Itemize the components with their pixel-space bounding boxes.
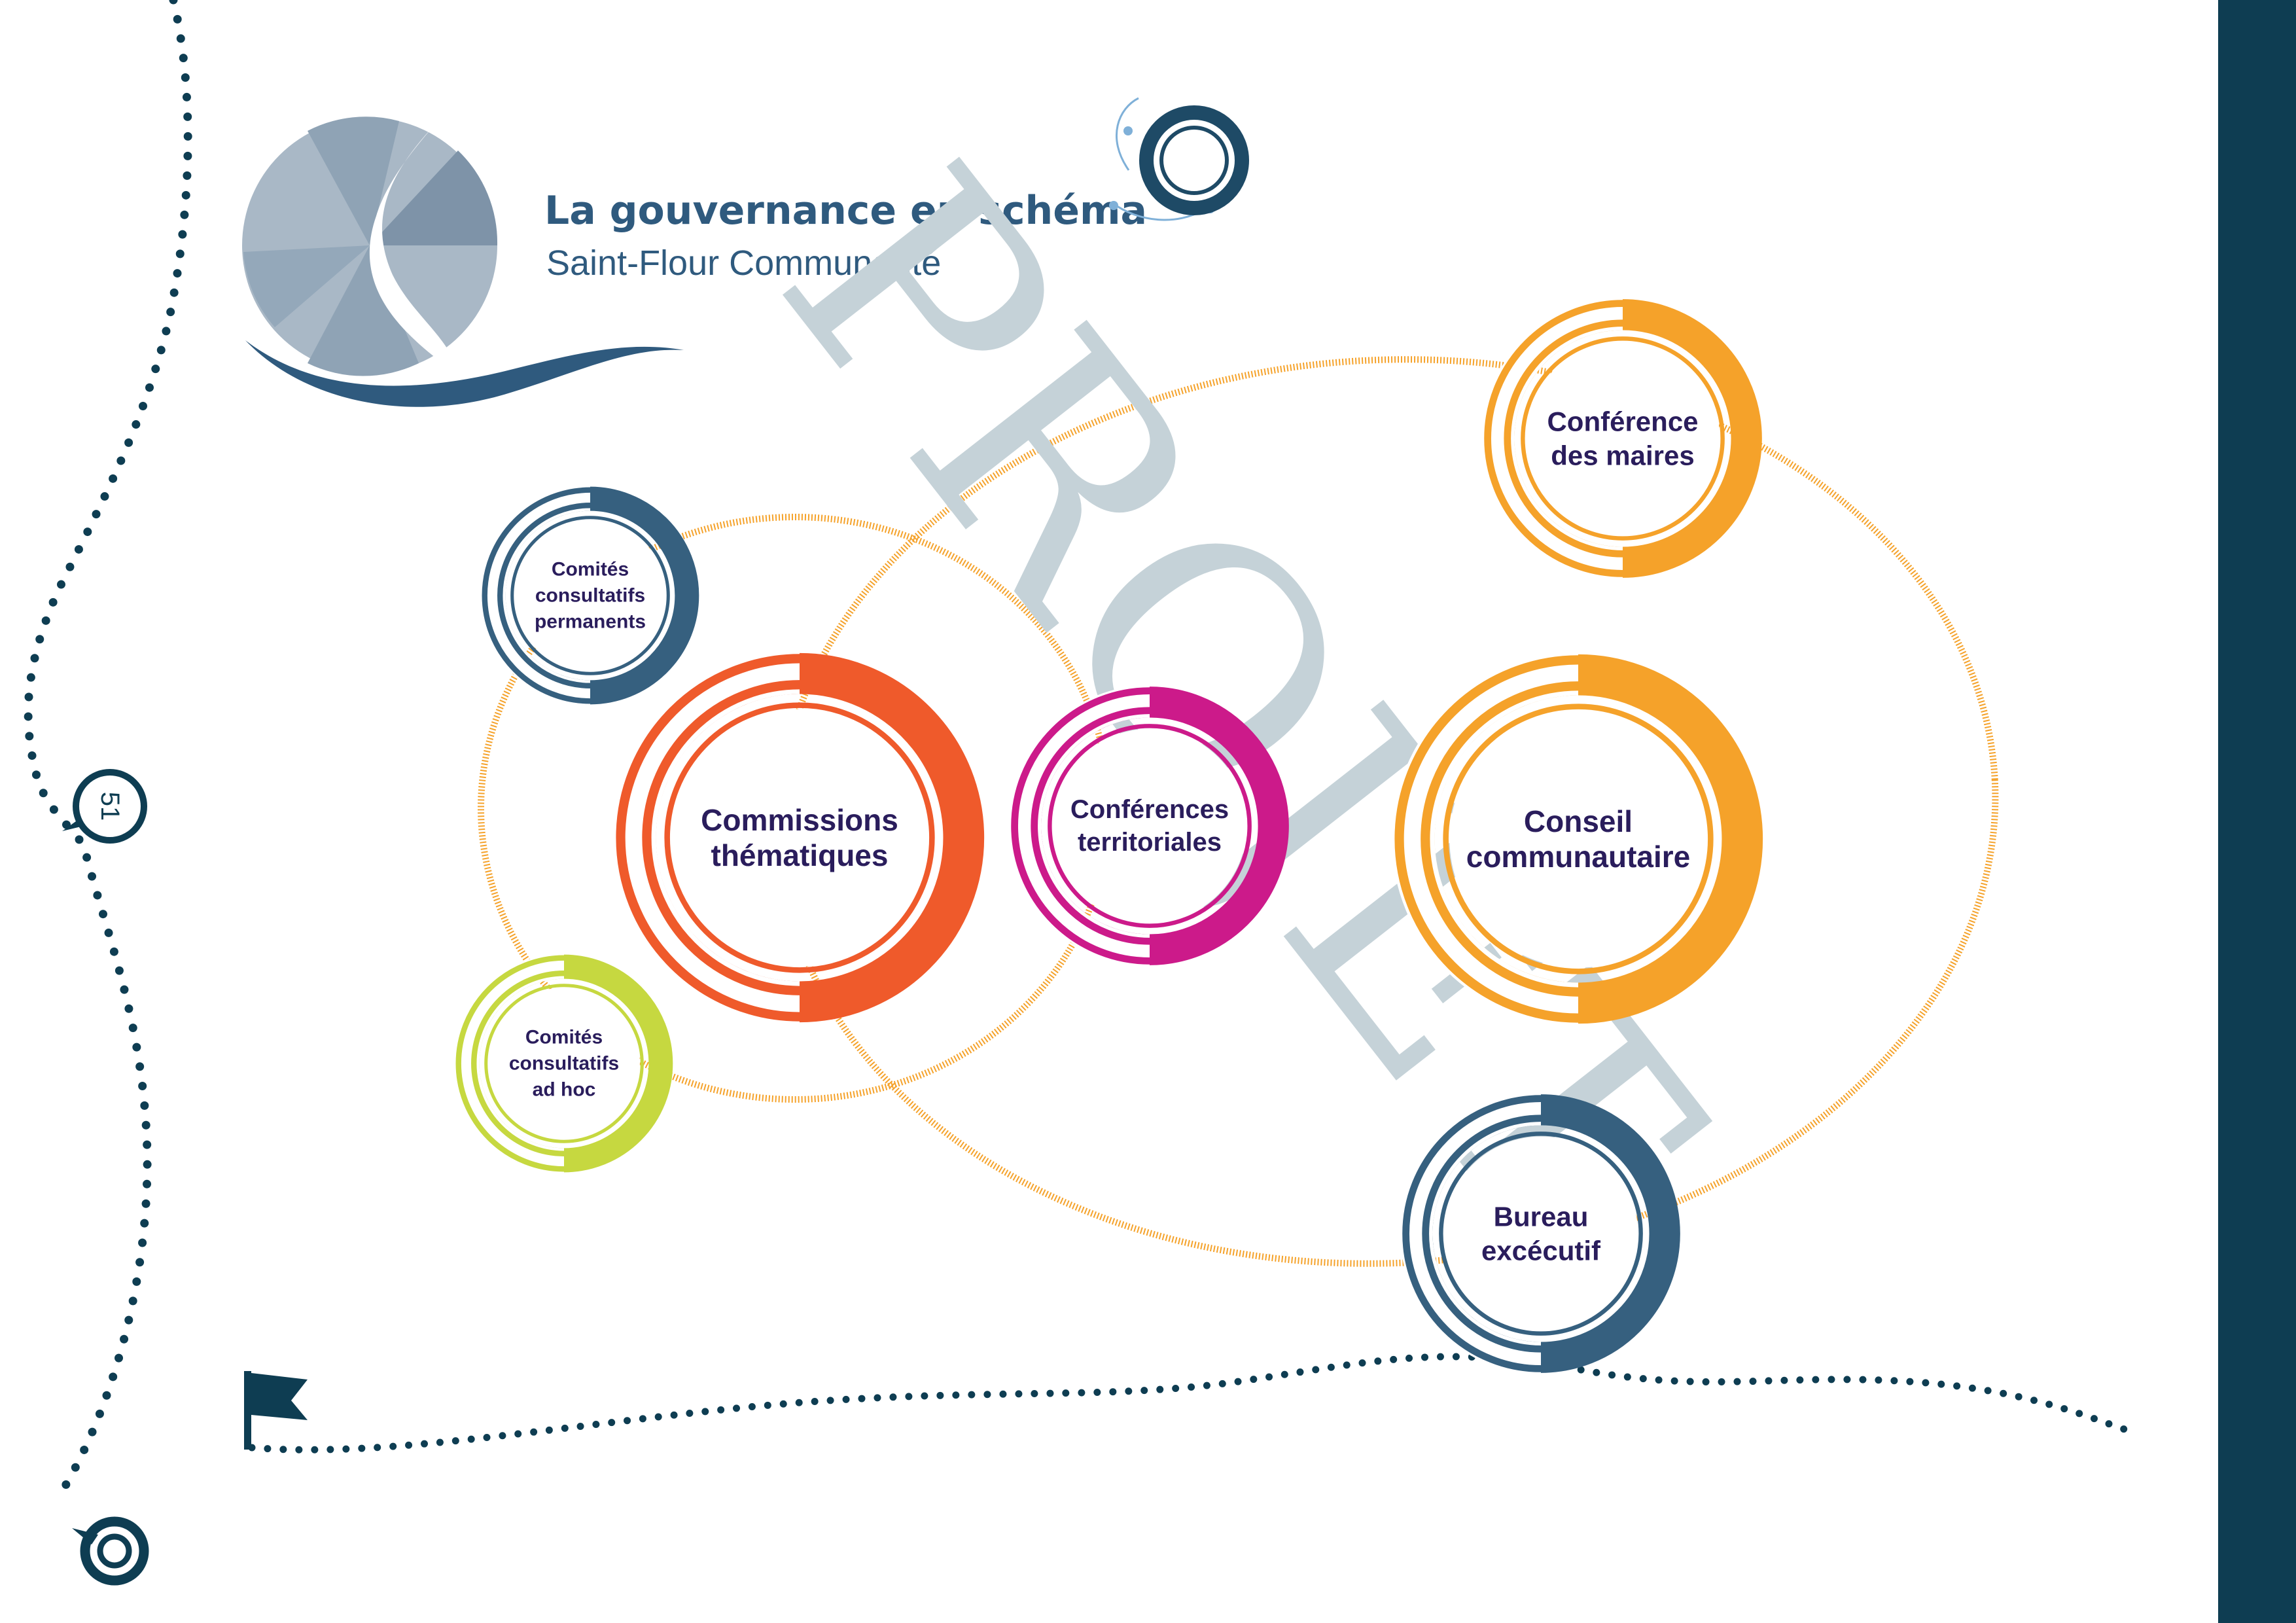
node-conferences-territoriales: Conférences territoriales (1009, 685, 1289, 967)
node-core-outline (510, 516, 670, 675)
saint-flour-logo (242, 116, 684, 407)
node-core-outline (1521, 336, 1725, 541)
node-layer: ComitésconsultatifspermanentsComitéscons… (454, 298, 1763, 1374)
node-label-line: Conseil (1524, 804, 1633, 838)
node-thin-ring (1031, 707, 1150, 945)
node-label-line: Comités (552, 559, 629, 580)
node-ring-cut (1482, 298, 1623, 579)
node-thin-ring (471, 971, 565, 1156)
node-thin-ring (1504, 319, 1623, 558)
node-ring-cut (454, 954, 564, 1173)
node-label-line: Bureau (1494, 1202, 1589, 1232)
node-ring-cut (1392, 652, 1578, 1026)
node-label-line: ad hoc (533, 1079, 596, 1101)
node-core (671, 709, 928, 967)
node-label-line: Comités (525, 1027, 603, 1048)
node-core-outline (1048, 724, 1252, 928)
page-title: La gouvernance en schéma (544, 188, 1147, 234)
node-thin-ring (1011, 687, 1150, 965)
node-ring-cut (1009, 685, 1150, 967)
node-core (1052, 728, 1247, 923)
node-comites-permanents: Comités consultatifs permanents (480, 486, 699, 705)
page-number: 51 (96, 792, 124, 821)
node-thin-ring (1421, 681, 1579, 997)
node-thin-ring (455, 955, 565, 1172)
node-core-outline (1439, 1132, 1643, 1336)
node-thin-ring (1394, 655, 1579, 1023)
connected-ring-icon (1109, 97, 1249, 221)
node-thin-ring (1484, 300, 1623, 577)
orbit-right (775, 356, 1999, 1267)
node-label-line: territoriales (1078, 828, 1222, 857)
node-core (1449, 710, 1707, 968)
flag-icon (244, 1371, 308, 1450)
right-sidebar-band (2218, 0, 2296, 1623)
node-label-line: communautaire (1466, 840, 1691, 874)
node-core (1443, 1136, 1638, 1331)
dotted-trail-left (24, 0, 192, 1490)
node-thin-ring (482, 487, 591, 704)
node-core-outline (484, 984, 644, 1143)
node-core-outline (1443, 704, 1714, 974)
chat-bubble-icon: 51 (62, 769, 147, 844)
node-ring-cut (613, 651, 800, 1024)
node-comites-ad-hoc: Comités consultatifs ad hoc (454, 954, 673, 1173)
node-thin-ring (616, 654, 800, 1022)
node-label-line: permanents (535, 611, 646, 633)
node-thin-ring (497, 503, 591, 688)
node-label-line: des maires (1551, 440, 1694, 471)
node-ring-cut (480, 486, 590, 705)
node-thin-ring (1402, 1095, 1542, 1372)
node-label-line: thématiques (711, 838, 889, 872)
ring-marker-icon (72, 1516, 149, 1586)
node-core (514, 520, 666, 671)
node-label-line: consultatifs (509, 1053, 619, 1075)
node-label-line: consultatifs (535, 585, 645, 607)
node-label-line: Conférences (1070, 795, 1229, 824)
node-thin-ring (1422, 1115, 1542, 1353)
node-label-line: Commissions (701, 803, 898, 837)
dotted-trail-bottom (248, 1353, 2140, 1454)
node-label-line: excécutif (1481, 1236, 1601, 1266)
node-label-line: Conférence (1547, 406, 1698, 437)
node-core (1525, 341, 1720, 536)
node-thin-ring (642, 680, 800, 995)
node-bureau: Bureau excécutif (1400, 1093, 1680, 1374)
node-ring-cut (1400, 1093, 1541, 1374)
node-core (488, 988, 640, 1139)
node-core-outline (664, 702, 935, 973)
page-subtitle: Saint-Flour Communauté (546, 243, 941, 283)
